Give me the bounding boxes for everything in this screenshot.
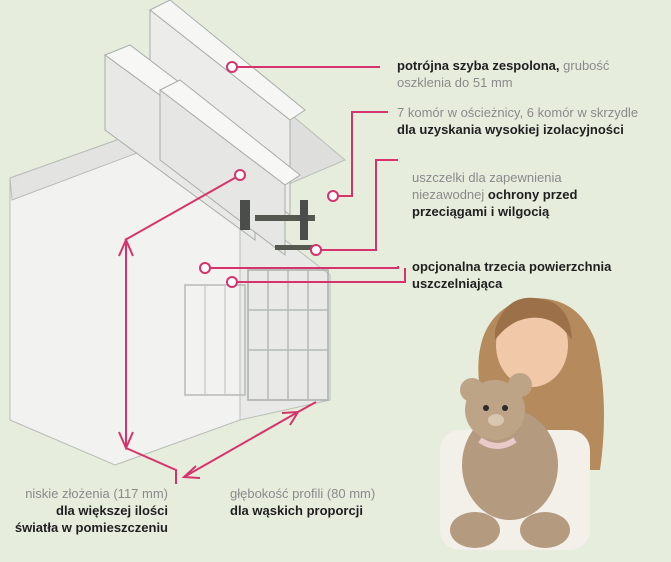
label-seals-grey-1: uszczelki dla zapewnienia: [412, 170, 562, 185]
label-profile-depth-bold: dla wąskich proporcji: [230, 503, 363, 518]
label-low-height: niskie złożenia (117 mm) dla większej il…: [0, 485, 168, 536]
label-low-height-bold-2: światła w pomieszczeniu: [14, 520, 168, 535]
leader-low-height: [124, 169, 246, 241]
label-seals: uszczelki dla zapewnienia niezawodnej oc…: [412, 169, 577, 220]
label-third-seal-bold-1: opcjonalna trzecia powierzchnia: [412, 259, 612, 274]
window-profile-cross-section: [9, 0, 346, 466]
label-profile-depth: głębokość profili (80 mm) dla wąskich pr…: [230, 485, 375, 519]
dimension-depth-arrow: [125, 401, 317, 484]
label-triple-glass: potrójna szyba zespolona, grubość oszkle…: [397, 57, 667, 91]
label-low-height-bold-1: dla większej ilości: [56, 503, 168, 518]
label-chambers: 7 komór w ościeżnicy, 6 komór w skrzydle…: [397, 104, 638, 138]
label-third-seal: opcjonalna trzecia powierzchnia uszczeln…: [412, 258, 611, 292]
leader-glass: [226, 61, 380, 73]
label-profile-depth-grey: głębokość profili (80 mm): [230, 486, 376, 501]
label-low-height-grey: niskie złożenia (117 mm): [25, 486, 168, 501]
label-seals-grey-2: niezawodnej: [412, 187, 485, 202]
label-seals-bold-1: ochrony przed: [487, 187, 578, 202]
label-triple-glass-thickness: oszklenia do 51 mm: [397, 75, 513, 90]
leader-seals: [310, 159, 398, 256]
girl-holding-teddy-bear: [440, 297, 604, 550]
label-chambers-bold: dla uzyskania wysokiej izolacyjności: [397, 122, 624, 137]
label-third-seal-bold-2: uszczelniająca: [412, 276, 503, 291]
leader-chambers: [327, 111, 388, 202]
leader-lines: [118, 61, 406, 484]
label-triple-glass-grey: grubość: [563, 58, 610, 73]
label-chambers-grey: 7 komór w ościeżnicy, 6 komór w skrzydle: [397, 105, 639, 120]
label-seals-bold-2: przeciągami i wilgocią: [412, 204, 550, 219]
label-triple-glass-bold: potrójna szyba zespolona,: [397, 58, 560, 73]
leader-third-seal: [199, 262, 406, 288]
